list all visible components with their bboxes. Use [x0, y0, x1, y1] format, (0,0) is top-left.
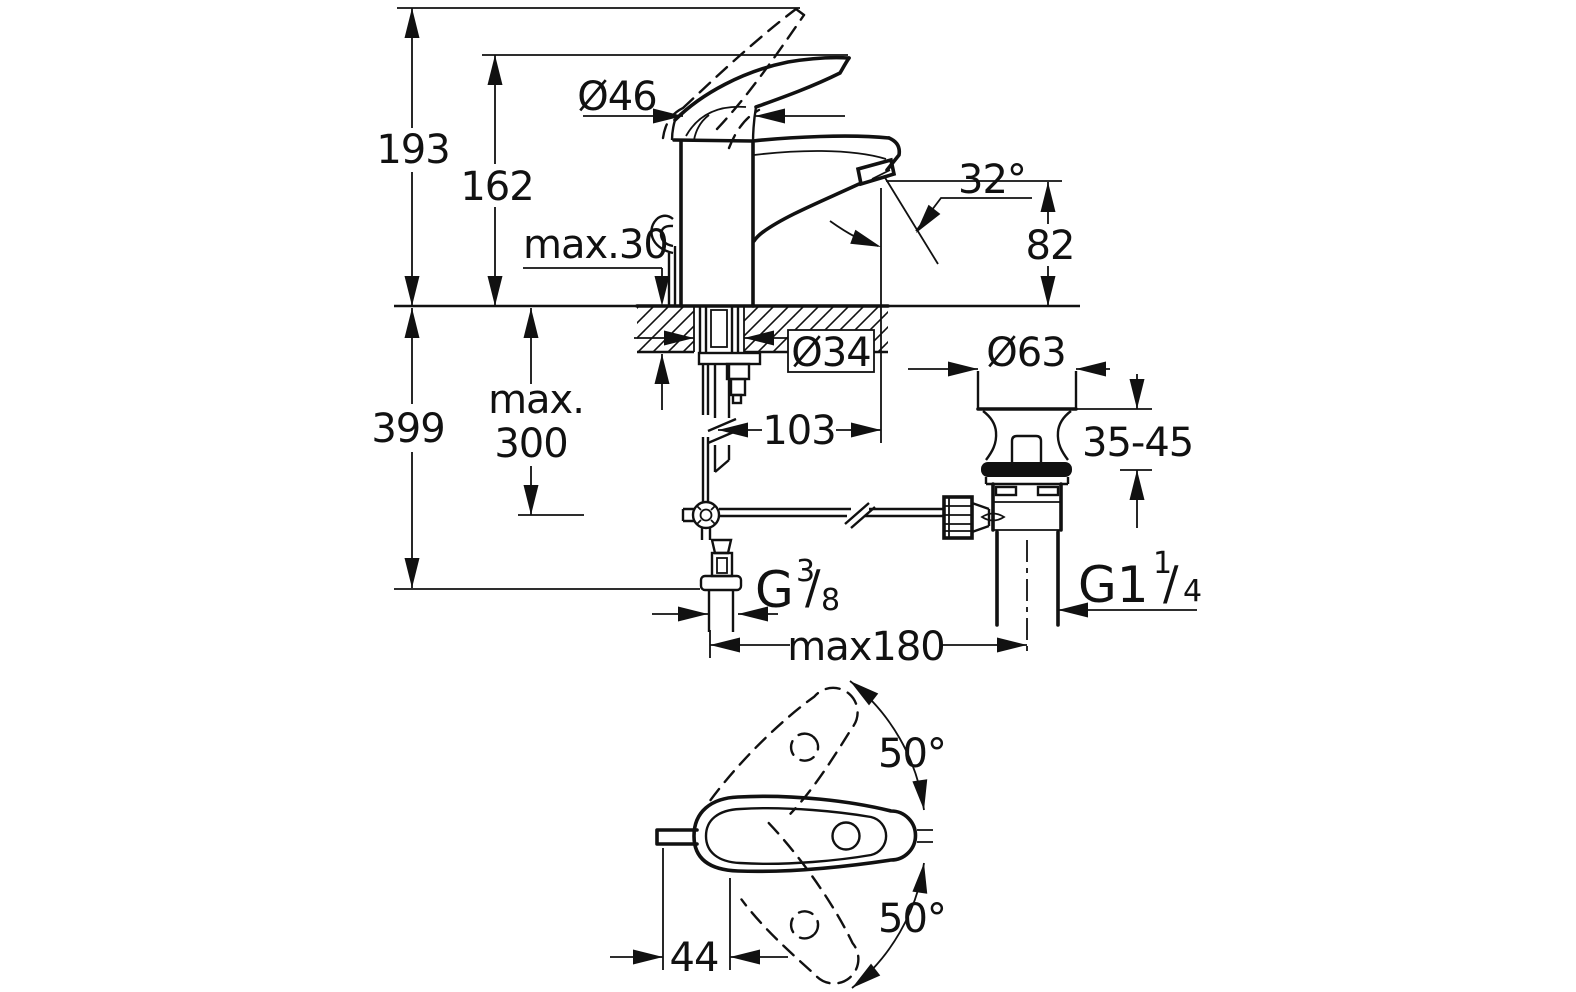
side-view-faucet [650, 7, 902, 308]
label-height-body: 162 [460, 164, 533, 210]
linkage-rod [719, 502, 944, 529]
popup-rod-knob [650, 214, 677, 306]
popup-rod [701, 364, 710, 503]
supply-thread-denominator: 8 [821, 583, 840, 618]
counter-hatch-left [637, 307, 694, 352]
waste-thread-base: G1 [1078, 556, 1149, 614]
stream-angle-line [883, 175, 939, 265]
linkage-joint [681, 500, 721, 530]
dimension-labels: 193 162 max.30 Ø46 32° 82 399 max. 300 Ø… [371, 74, 1202, 981]
label-waste-thread: G1 1 / 4 [1078, 546, 1202, 614]
waste-seal-flange [981, 462, 1072, 477]
label-handle-diameter: Ø46 [577, 74, 656, 120]
label-swing-angle-upper: 50° [878, 731, 946, 777]
hole-dia-label-box [787, 329, 875, 373]
dimension-arrowheads [404, 8, 1145, 992]
supply-thread-numerator: 3 [796, 554, 815, 589]
label-spout-height: 82 [1026, 223, 1075, 269]
supply-hose [707, 364, 737, 473]
supply-hose-end-g38 [699, 528, 743, 632]
supply-stub [655, 828, 699, 846]
handle-swung-down-dashed [740, 821, 860, 985]
waste-thread-slash: / [1163, 556, 1179, 610]
supply-thread-base: G [755, 561, 794, 619]
label-handle-axis-offset: 44 [670, 935, 719, 981]
top-view-handle [655, 686, 918, 985]
label-spread-max: max180 [787, 624, 945, 670]
label-deck-hole-diameter: Ø34 [791, 330, 870, 376]
waste-thread-numerator: 1 [1153, 546, 1172, 581]
supply-thread-slash: / [805, 560, 821, 614]
waste-thread-denominator: 4 [1183, 574, 1202, 609]
label-height-total: 193 [376, 127, 449, 173]
under-counter-assembly [681, 364, 944, 632]
popup-waste-valve [942, 371, 1078, 652]
spout [751, 134, 902, 243]
aerator [855, 157, 897, 187]
handle-swung-up-dashed [709, 686, 859, 815]
label-swing-angle-lower: 50° [878, 896, 946, 942]
label-spout-projection: 103 [762, 408, 835, 454]
handle-outline-outer [692, 794, 918, 874]
label-flex-hose-2: 300 [494, 421, 567, 467]
label-supply-thread: G 3 / 8 [755, 554, 840, 619]
label-waste-flange-diameter: Ø63 [986, 330, 1065, 376]
label-depth-total: 399 [371, 406, 444, 452]
rod-adjustment-knob [942, 495, 1006, 540]
label-spray-angle: 32° [958, 157, 1026, 203]
handle-hole [831, 821, 861, 851]
handle-lever [670, 55, 851, 144]
dimension-lines [394, 7, 1197, 989]
handle-outline-inner [704, 807, 888, 865]
label-clamping-range: 35-45 [1082, 420, 1193, 466]
label-flex-hose-1: max. [488, 377, 584, 423]
label-deck-thickness: max.30 [523, 222, 668, 268]
handle-raised-dashed [661, 7, 806, 150]
